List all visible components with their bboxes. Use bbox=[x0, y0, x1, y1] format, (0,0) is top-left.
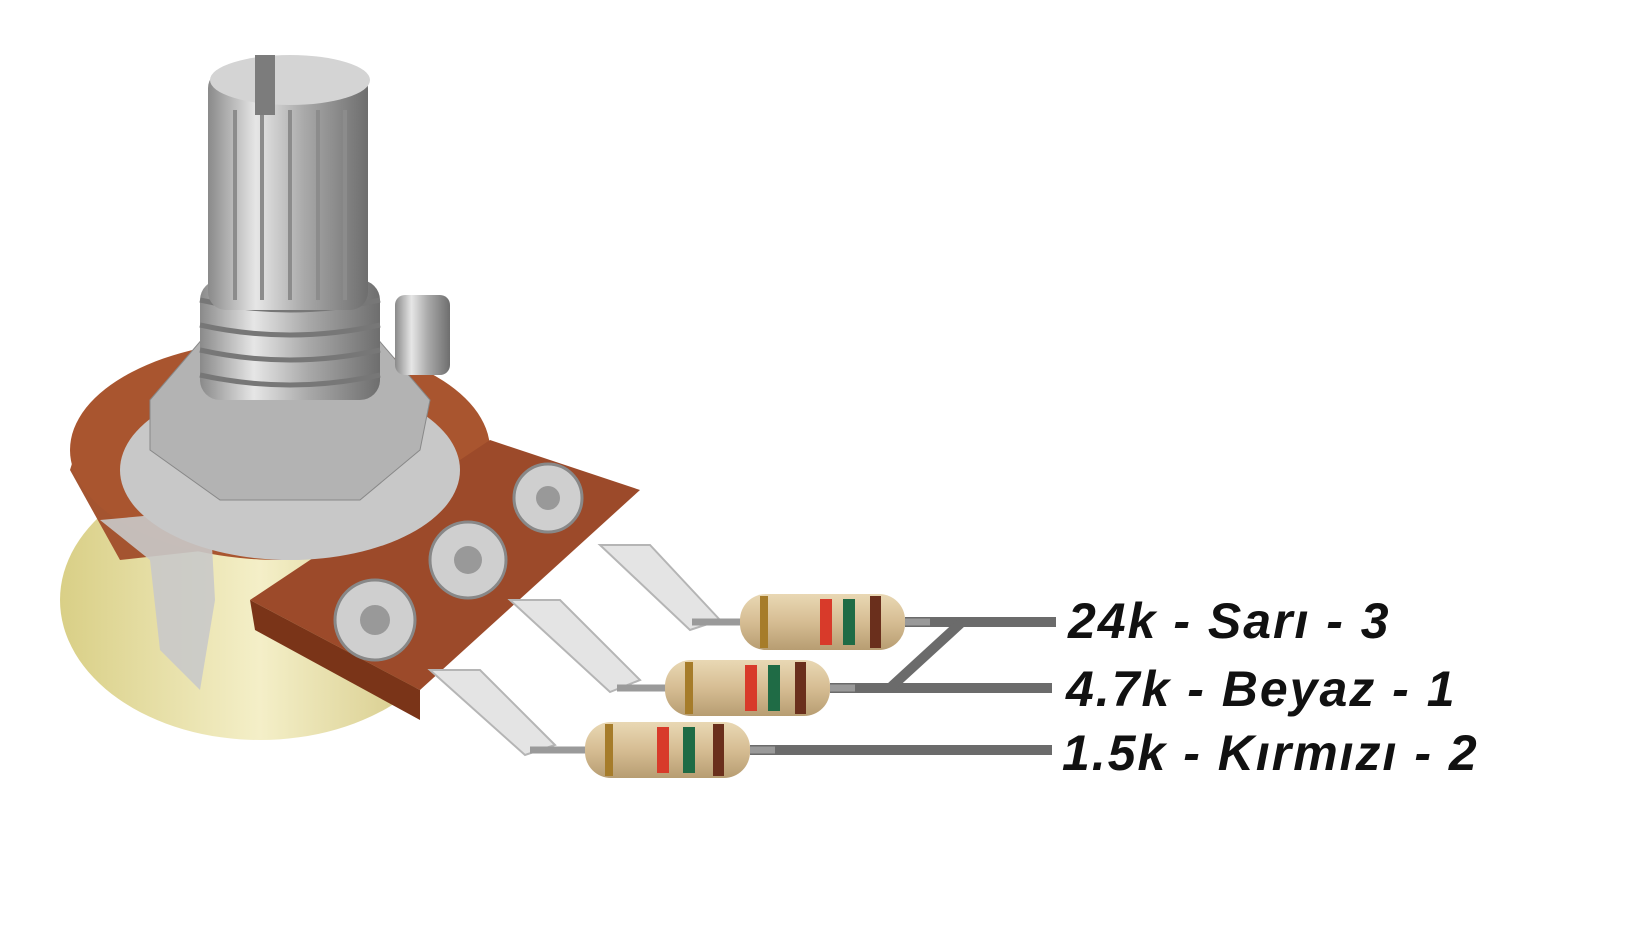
label-1.5k-kirmizi-2: 1.5k - Kırmızı - 2 bbox=[1062, 725, 1479, 781]
label-24k-sari-3: 24k - Sarı - 3 bbox=[1068, 593, 1391, 649]
label-4.7k-beyaz-1: 4.7k - Beyaz - 1 bbox=[1066, 661, 1457, 717]
resistor-4.7k bbox=[617, 660, 855, 716]
resistor-24k bbox=[692, 594, 930, 650]
resistor-1.5k bbox=[530, 722, 775, 778]
wires bbox=[750, 617, 1056, 755]
potentiometer bbox=[60, 55, 722, 757]
